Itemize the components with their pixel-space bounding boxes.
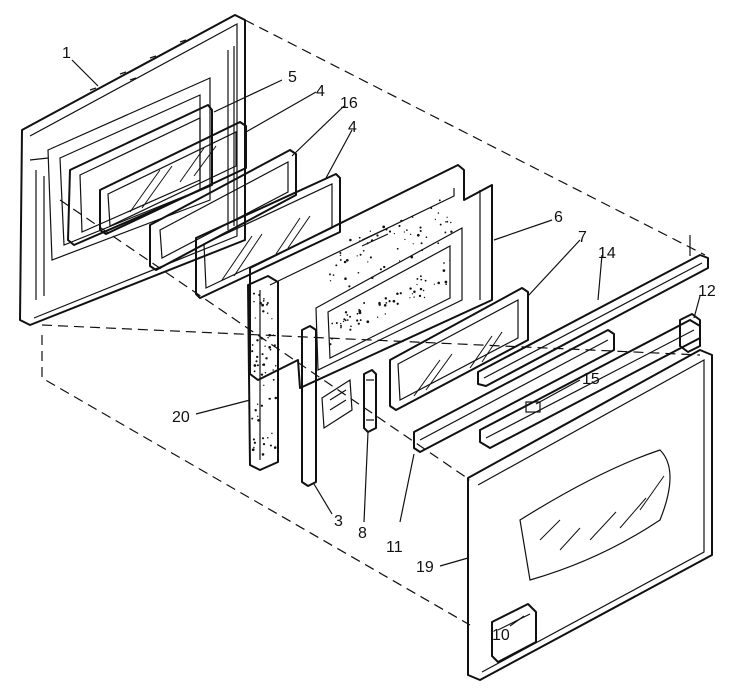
callout-12: 12 bbox=[698, 283, 716, 300]
part-7-outer-glass bbox=[389, 287, 529, 411]
callout-leaders bbox=[71, 59, 701, 627]
callout-6: 6 bbox=[554, 209, 563, 226]
part-20-insulation-strip bbox=[247, 275, 279, 471]
callout-1: 1 bbox=[62, 45, 71, 62]
callout-10: 10 bbox=[492, 627, 510, 644]
callout-3: 3 bbox=[334, 513, 343, 530]
part-12-end-cap bbox=[679, 313, 701, 353]
part-1-inner-door-liner bbox=[19, 14, 246, 326]
part-15-door-handle bbox=[479, 319, 701, 449]
callout-20: 20 bbox=[172, 409, 190, 426]
insulation-texture bbox=[251, 199, 453, 456]
callout-14: 14 bbox=[598, 245, 616, 262]
vent-deflector bbox=[321, 378, 353, 430]
callout-7: 7 bbox=[578, 229, 587, 246]
part-19-outer-door-panel bbox=[467, 349, 713, 681]
part-5-window-frame bbox=[67, 104, 213, 246]
part-11-bottom-trim bbox=[413, 329, 615, 453]
callout-5: 5 bbox=[288, 69, 297, 86]
callout-4-middle: 4 bbox=[348, 119, 357, 136]
part-14-top-trim bbox=[477, 235, 709, 387]
part-4-glass-pane-inner bbox=[99, 121, 247, 235]
part-3-side-trim bbox=[301, 325, 317, 487]
callout-11: 11 bbox=[386, 539, 403, 556]
callout-4-inner: 4 bbox=[316, 83, 325, 100]
part-10-lower-bracket bbox=[491, 603, 537, 663]
callout-16: 16 bbox=[340, 95, 358, 112]
part-16-glass-retainer bbox=[149, 149, 297, 271]
callout-19: 19 bbox=[416, 559, 434, 576]
callout-labels: 1 5 4 16 4 6 7 14 12 15 20 3 8 11 19 10 bbox=[62, 45, 716, 644]
part-8-hinge-bracket bbox=[363, 369, 377, 433]
callout-8: 8 bbox=[358, 525, 367, 542]
callout-15: 15 bbox=[582, 371, 600, 388]
part-6-inner-door-panel bbox=[249, 164, 493, 389]
